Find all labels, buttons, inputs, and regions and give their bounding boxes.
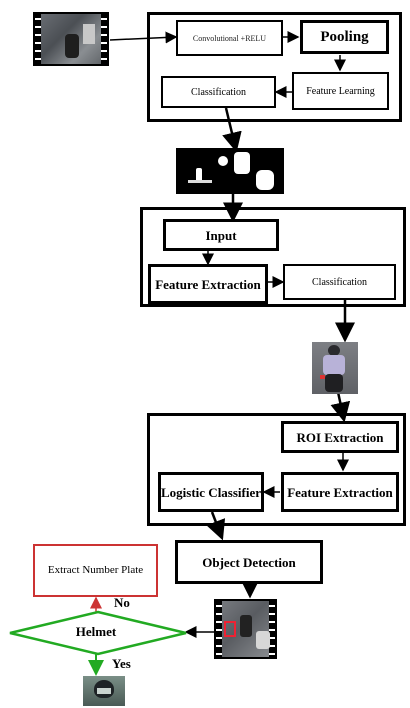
input-node: Input (163, 219, 279, 251)
logistic-classifier-node: Logistic Classifier (158, 472, 264, 512)
roi-extraction-node: ROI Extraction (281, 421, 399, 453)
classification-node-2: Classification (283, 264, 396, 300)
helmet-head-crop (83, 676, 125, 706)
feature-extraction-node-2: Feature Extraction (281, 472, 399, 512)
helmet-detection-block (147, 413, 406, 526)
pooling-node: Pooling (300, 20, 389, 54)
no-label: No (114, 595, 130, 610)
feature-extraction-node-1: Feature Extraction (148, 264, 268, 304)
feature-learning-node: Feature Learning (292, 72, 389, 110)
helmet-decision-diamond (9, 610, 187, 656)
binary-mask-frame (176, 148, 284, 194)
classifier-block (140, 207, 406, 307)
motorcyclist-crop (312, 342, 358, 394)
extract-number-plate-node: Extract Number Plate (33, 544, 158, 597)
object-detection-node: Object Detection (175, 540, 323, 584)
helmet-label: Helmet (75, 624, 117, 639)
input-video-frame (33, 12, 109, 66)
yes-label: Yes (112, 656, 131, 671)
conv-relu-node: Convolutional +RELU (176, 20, 283, 56)
traffic-frame-detected (214, 599, 277, 659)
arrow-image-to-conv (109, 31, 178, 44)
arrow-to-mask (222, 107, 242, 153)
cnn-block (147, 12, 402, 122)
classification-node-1: Classification (161, 76, 276, 108)
